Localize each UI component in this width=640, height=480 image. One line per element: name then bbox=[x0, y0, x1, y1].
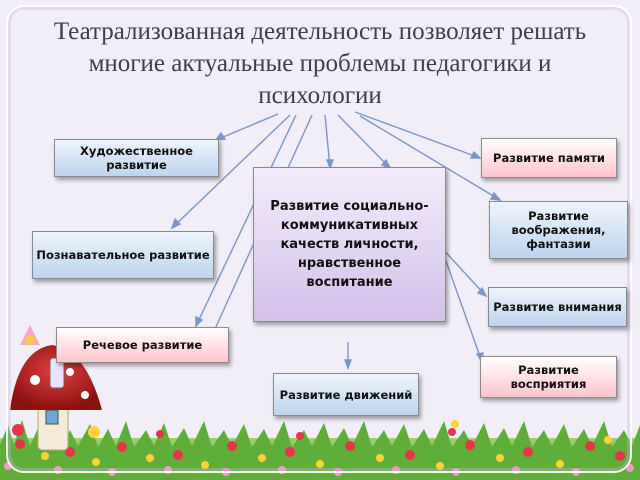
memory-development-box: Развитие памяти bbox=[481, 138, 617, 178]
attention-development-box: Развитие внимания bbox=[488, 287, 627, 327]
cognitive-development-box: Познавательное развитие bbox=[32, 231, 214, 279]
art-development-box: Художественное развитие bbox=[54, 139, 219, 177]
movement-development-box: Развитие движений bbox=[273, 373, 419, 416]
flower-meadow-illustration bbox=[0, 420, 640, 480]
speech-development-box: Речевое развитие bbox=[56, 327, 229, 363]
imagination-development-box: Развитие воображения, фантазии bbox=[489, 201, 628, 259]
slide-title: Театрализованная деятельность позволяет … bbox=[53, 18, 587, 109]
central-development-box: Развитие социально-коммуникативных качес… bbox=[253, 167, 446, 322]
perception-development-box: Развитие восприятия bbox=[480, 356, 617, 398]
slide-frame bbox=[6, 5, 632, 473]
